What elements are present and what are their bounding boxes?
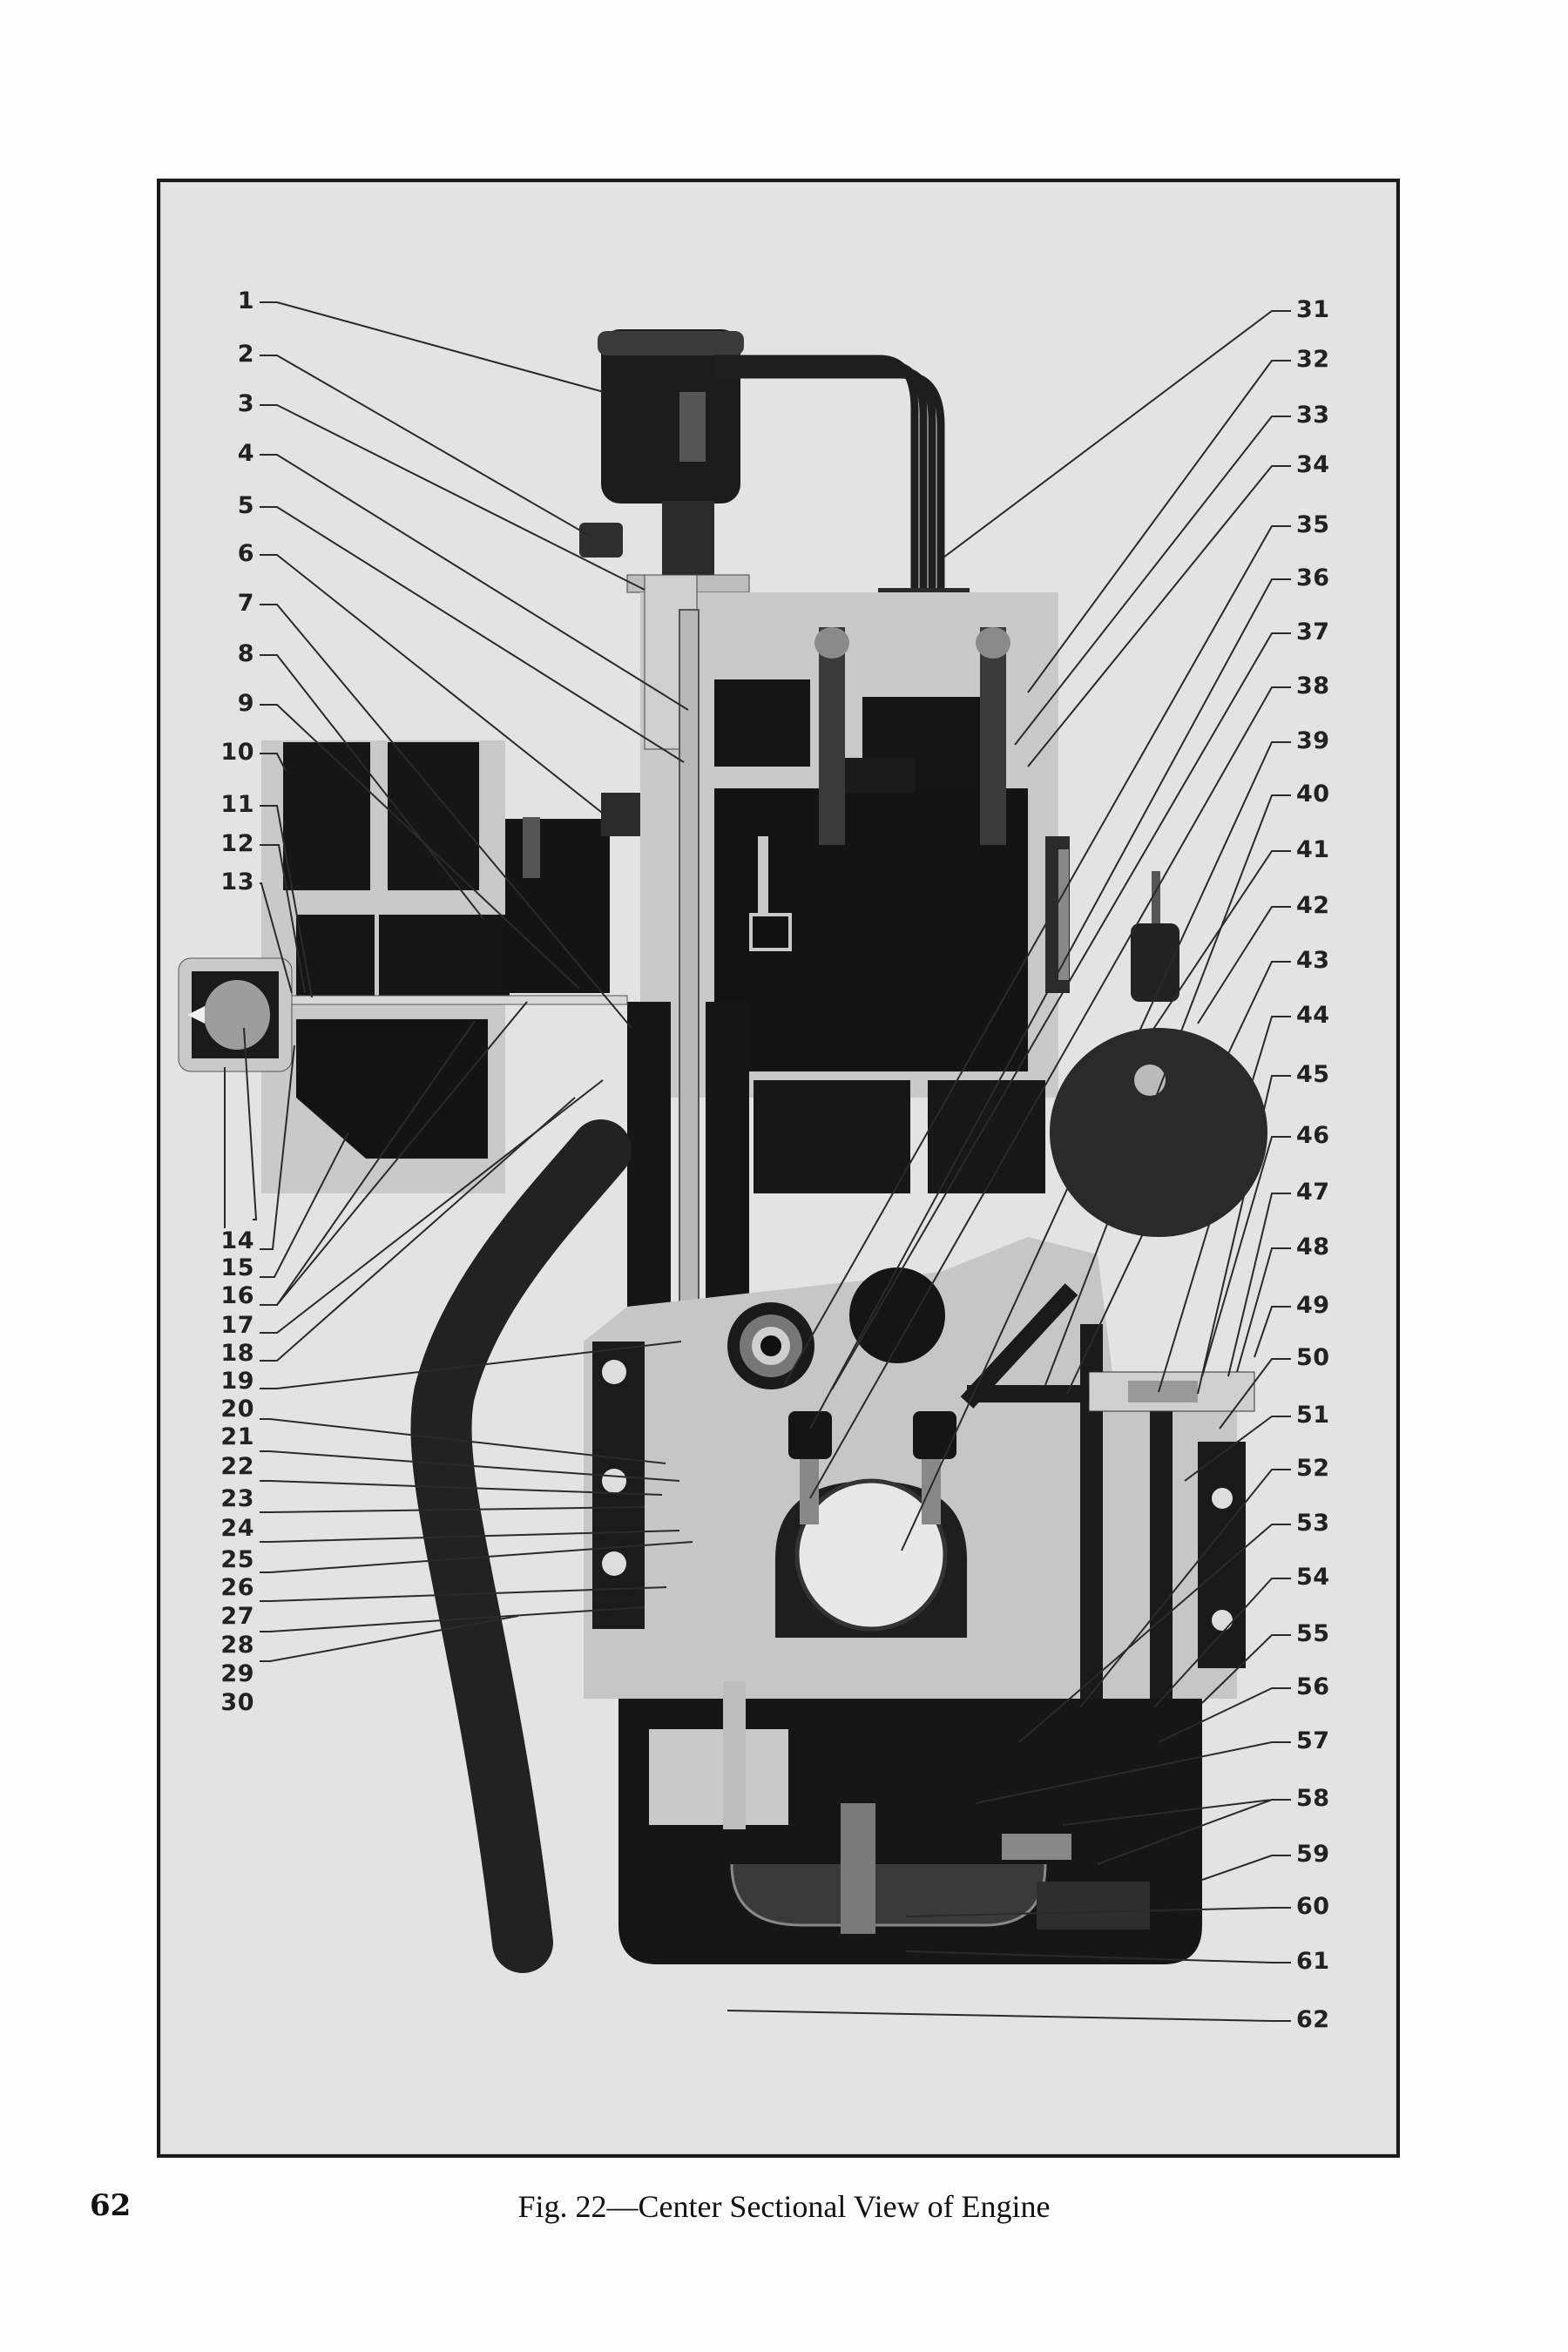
- callout-37: 37: [1296, 618, 1330, 645]
- callout-5: 5: [237, 492, 254, 519]
- callout-39: 39: [1296, 727, 1330, 754]
- callout-11: 11: [220, 791, 254, 818]
- carburetor-air-intake: [260, 740, 640, 1193]
- callout-21: 21: [220, 1423, 254, 1450]
- callout-19: 19: [220, 1368, 254, 1395]
- callout-18: 18: [220, 1340, 254, 1367]
- callout-28: 28: [220, 1632, 254, 1659]
- callout-20: 20: [220, 1396, 254, 1423]
- ignition-wires: [714, 355, 945, 592]
- callout-43: 43: [1296, 947, 1330, 974]
- callout-3: 3: [237, 390, 254, 417]
- water-pump: [178, 957, 293, 1072]
- callout-61: 61: [1296, 1948, 1330, 1975]
- distributor: [579, 329, 750, 593]
- callout-55: 55: [1296, 1620, 1330, 1647]
- generator-housing: [1050, 871, 1267, 1237]
- callout-32: 32: [1296, 346, 1330, 373]
- water-outlet-hose: [410, 1119, 632, 1973]
- callout-25: 25: [220, 1546, 254, 1573]
- callout-12: 12: [220, 830, 254, 857]
- callout-4: 4: [237, 440, 254, 467]
- callout-40: 40: [1296, 781, 1330, 808]
- callout-51: 51: [1296, 1402, 1330, 1429]
- callout-47: 47: [1296, 1179, 1330, 1206]
- callout-7: 7: [237, 590, 254, 617]
- callout-34: 34: [1296, 451, 1330, 478]
- callout-54: 54: [1296, 1564, 1330, 1591]
- callout-58: 58: [1296, 1785, 1330, 1812]
- cylinder-block: [640, 592, 1070, 1193]
- callout-42: 42: [1296, 892, 1330, 919]
- callout-15: 15: [220, 1254, 254, 1281]
- callout-13: 13: [220, 868, 254, 896]
- callout-10: 10: [220, 739, 254, 766]
- callout-45: 45: [1296, 1061, 1330, 1088]
- page-number: 62: [90, 2188, 132, 2223]
- callout-17: 17: [220, 1312, 254, 1339]
- callout-36: 36: [1296, 564, 1330, 591]
- callout-14: 14: [220, 1227, 254, 1254]
- callout-30: 30: [220, 1689, 254, 1716]
- callout-22: 22: [220, 1453, 254, 1480]
- callout-48: 48: [1296, 1233, 1330, 1260]
- callout-1: 1: [237, 287, 254, 314]
- callout-60: 60: [1296, 1893, 1330, 1920]
- callout-35: 35: [1296, 511, 1330, 538]
- callout-8: 8: [237, 640, 254, 667]
- callout-50: 50: [1296, 1344, 1330, 1371]
- callout-27: 27: [220, 1603, 254, 1630]
- callout-6: 6: [237, 540, 254, 567]
- callout-31: 31: [1296, 296, 1330, 323]
- figure-caption: Fig. 22—Center Sectional View of Engine: [517, 2189, 1051, 2224]
- callout-62: 62: [1296, 2006, 1330, 2033]
- callout-49: 49: [1296, 1292, 1330, 1319]
- callout-2: 2: [237, 341, 254, 368]
- callout-24: 24: [220, 1515, 254, 1542]
- leader-lines-right: [727, 310, 1291, 2022]
- oil-pan: [618, 1681, 1202, 1964]
- callout-16: 16: [220, 1282, 254, 1309]
- callout-44: 44: [1296, 1002, 1330, 1029]
- callout-23: 23: [220, 1485, 254, 1512]
- callout-59: 59: [1296, 1841, 1330, 1868]
- callout-52: 52: [1296, 1455, 1330, 1482]
- callout-57: 57: [1296, 1727, 1330, 1754]
- callout-53: 53: [1296, 1510, 1330, 1537]
- callout-38: 38: [1296, 672, 1330, 700]
- leader-lines-left: [224, 301, 693, 1662]
- callout-33: 33: [1296, 402, 1330, 429]
- callout-9: 9: [237, 690, 254, 717]
- callout-46: 46: [1296, 1122, 1330, 1149]
- callout-26: 26: [220, 1574, 254, 1601]
- callout-41: 41: [1296, 836, 1330, 863]
- crankshaft-main-bearing: [775, 1411, 967, 1638]
- crankcase: [584, 1237, 1237, 1699]
- callout-56: 56: [1296, 1673, 1330, 1700]
- callout-29: 29: [220, 1660, 254, 1687]
